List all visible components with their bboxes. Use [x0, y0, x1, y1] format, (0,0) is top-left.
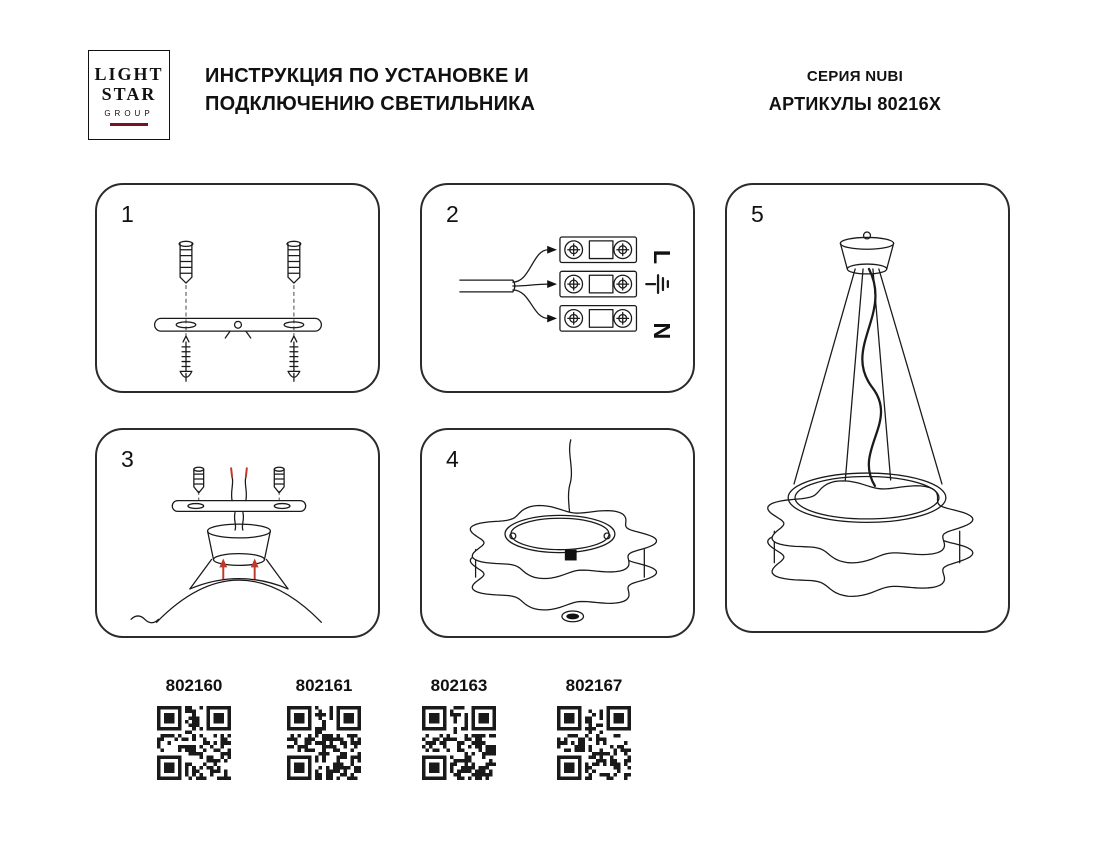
logo-red-rule: [110, 123, 148, 127]
mounting-bracket-diagram: [153, 240, 323, 382]
article-code: 802160: [165, 676, 223, 695]
fixture-body-diagram: [469, 439, 658, 623]
canopy-cup: [206, 523, 271, 567]
mounting-plate: [171, 499, 307, 513]
title-line2: ПОДКЛЮЧЕНИЮ СВЕТИЛЬНИКА: [205, 93, 536, 115]
wire-tip-right: [244, 467, 248, 479]
cable-connector: [564, 549, 577, 561]
article-802167: 802167: [549, 676, 639, 780]
logo-line2: STAR: [101, 84, 157, 105]
support-ring: [787, 472, 947, 524]
article-802161: 802161: [279, 676, 369, 780]
step-number-3: 3: [121, 446, 134, 472]
label-line-n: N: [649, 322, 675, 339]
ceiling-canopy: [839, 231, 895, 275]
wire-arrow-l: [547, 245, 558, 254]
terminal-block: [559, 236, 638, 332]
articles-heading: АРТИКУЛЫ 80216X: [768, 94, 942, 114]
step-number-2: 2: [446, 201, 459, 227]
article-802163: 802163: [414, 676, 504, 780]
wiring-diagram: L N: [459, 236, 675, 339]
wall-anchor-right: [286, 240, 302, 284]
wall-anchor-right: [273, 466, 285, 494]
suspension-cables: [793, 268, 943, 485]
step-panel-1: 1: [95, 183, 380, 393]
logo-group-text: GROUP: [104, 109, 154, 119]
title-line1: ИНСТРУКЦИЯ ПО УСТАНОВКЕ И: [205, 65, 529, 87]
supply-cable: [459, 249, 549, 320]
fix-arrow-right-head: [250, 558, 259, 568]
step-panel-2: 2: [420, 183, 695, 393]
canopy-mounting-diagram: [130, 466, 323, 624]
series-block: СЕРИЯ NUBI АРТИКУЛЫ 80216X: [720, 68, 990, 115]
power-cord: [861, 267, 883, 488]
article-code: 802163: [430, 676, 488, 695]
support-ring: [504, 514, 616, 554]
logo-line1: LIGHT: [94, 64, 164, 84]
article-code: 802161: [295, 676, 353, 695]
article-802160: 802160: [149, 676, 239, 780]
fix-arrow-left-head: [219, 558, 228, 568]
qr-code-802160: [157, 706, 231, 780]
wall-anchor-left: [178, 240, 194, 284]
wire-tip-left: [230, 467, 234, 479]
article-code: 802167: [565, 676, 623, 695]
lightstar-logo: LIGHT STAR GROUP: [88, 50, 170, 140]
wire-arrow-earth: [547, 280, 558, 288]
earth-symbol: [645, 274, 669, 295]
step-number-1: 1: [121, 201, 134, 227]
qr-code-802167: [557, 706, 631, 780]
cloud-body-top: [469, 504, 658, 580]
qr-code-802161: [287, 706, 361, 780]
bottom-cap: [561, 610, 585, 623]
wire-arrow-n: [547, 314, 558, 323]
mains-wires: [230, 476, 248, 531]
series-label: СЕРИЯ NUBI: [806, 68, 904, 85]
wall-anchor-left: [193, 466, 205, 494]
label-line-l: L: [649, 250, 675, 264]
page-title: ИНСТРУКЦИЯ ПО УСТАНОВКЕ И ПОДКЛЮЧЕНИЮ СВ…: [205, 62, 625, 118]
step-panel-4: 4: [420, 428, 695, 638]
qr-code-802163: [422, 706, 496, 780]
step-panel-5: 5: [725, 183, 1010, 633]
screw-right: [287, 335, 301, 382]
step-number-5: 5: [751, 201, 764, 227]
screw-left: [179, 335, 193, 382]
dome-surface: [130, 558, 323, 624]
step-panel-3: 3: [95, 428, 380, 638]
step-number-4: 4: [446, 446, 459, 472]
chandelier-diagram: [767, 231, 974, 598]
mounting-plate: [153, 317, 323, 339]
